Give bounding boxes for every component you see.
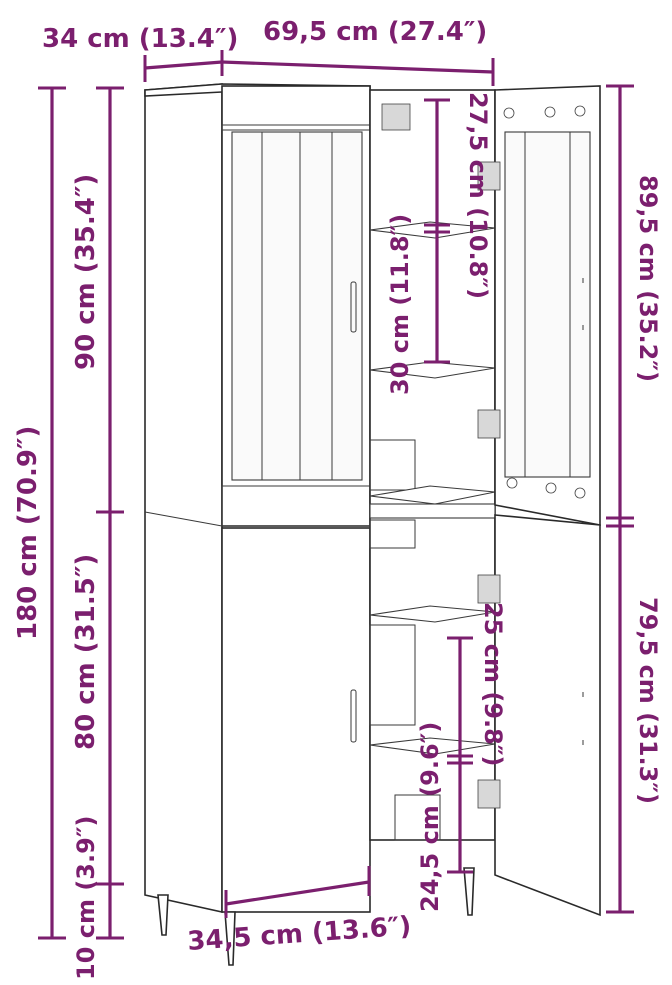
label-upper-height: 90 cm (35.4″) [71,174,101,370]
label-leg-height: 10 cm (3.9″) [72,815,100,980]
label-lower-height: 80 cm (31.5″) [71,554,101,750]
leg-front-right [224,911,236,966]
label-lower-door: 79,5 cm (31.3″) [634,597,662,804]
label-middle-compartment: 30 cm (11.8″) [386,214,414,395]
lower-left-door [221,527,371,913]
hinge-upper-1 [477,161,501,191]
label-width-top: 69,5 cm (27.4″) [263,17,487,47]
label-depth-top: 34 cm (13.4″) [42,24,238,54]
hinge-lower-1 [477,574,501,604]
label-lower-lower-compartment: 24,5 cm (9.6″) [416,722,444,912]
lower-door-handle [350,689,357,743]
label-lower-upper-compartment: 25 cm (9.8″) [479,602,507,767]
leg-back-right [463,867,475,916]
hinge-upper-2 [477,409,501,439]
label-upper-compartment: 27,5 cm (10.8″) [464,92,492,299]
upper-left-glass [231,131,363,481]
cabinet-illustration [144,83,601,966]
upper-right-glass [504,131,591,478]
lower-right-door [494,514,601,917]
hinge-lower-2 [477,779,501,809]
label-total-height: 180 cm (70.9″) [13,426,43,640]
dimension-lines [38,50,634,940]
cabinet-interior [369,89,496,841]
label-depth-bottom: 34,5 cm (13.6″) [186,911,412,957]
upper-door-handle [350,281,357,333]
label-upper-door: 89,5 cm (35.2″) [634,175,662,382]
leg-front-left [157,894,169,936]
cabinet-side-panel [144,83,223,913]
